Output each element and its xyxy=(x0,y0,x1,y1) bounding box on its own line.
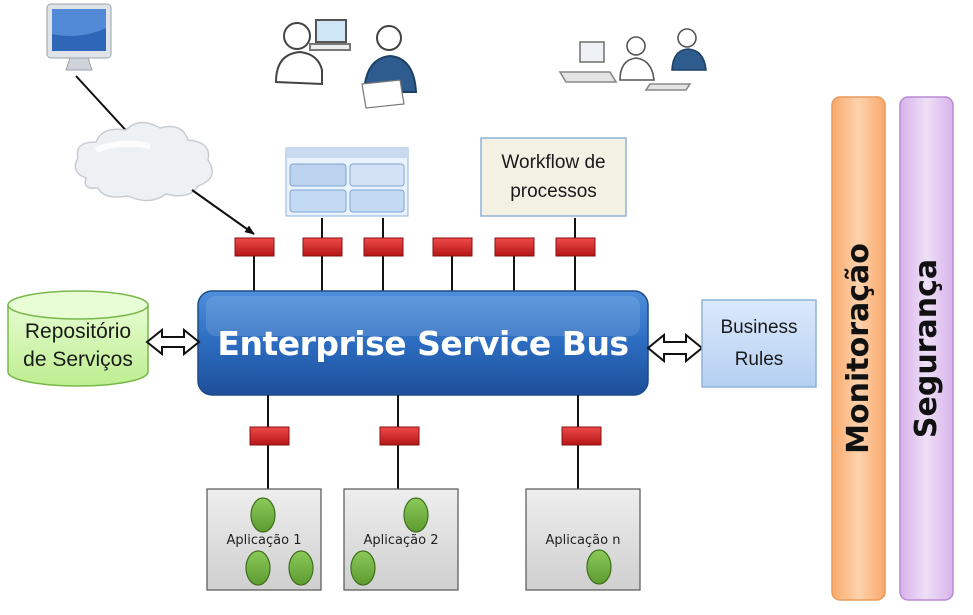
double-arrow-right xyxy=(646,332,704,364)
bottom-connector-lines xyxy=(267,395,579,489)
business-rules-label: Business Rules xyxy=(720,316,798,370)
application-box-n xyxy=(525,488,641,591)
application-label-1: Aplicação 1 xyxy=(226,532,302,548)
monitoring-bar xyxy=(831,96,886,601)
service-ellipse xyxy=(350,550,376,586)
double-arrow-left xyxy=(145,327,201,357)
cloud-icon xyxy=(74,121,213,202)
business-rules-box xyxy=(701,299,817,388)
connector xyxy=(432,237,473,257)
monitoring-label: Monitoração xyxy=(832,97,885,600)
security-label: Segurança xyxy=(900,97,953,600)
connector xyxy=(363,237,404,257)
user-support-icon xyxy=(274,19,418,109)
service-ellipse xyxy=(250,497,276,533)
service-ellipse xyxy=(586,549,612,585)
repository-label: Repositório de Serviços xyxy=(23,320,133,371)
connector xyxy=(555,237,596,257)
service-ellipse xyxy=(403,497,429,533)
connector xyxy=(561,426,602,446)
connector xyxy=(494,237,535,257)
portal-screenshot-icon xyxy=(285,147,409,217)
cloud-connector-arrow xyxy=(191,189,255,235)
bottom-connectors xyxy=(249,426,602,446)
top-connectors xyxy=(234,237,596,257)
connector xyxy=(302,237,343,257)
security-text: Segurança xyxy=(909,258,944,439)
service-ellipse xyxy=(245,550,271,586)
repository-cylinder xyxy=(7,290,149,387)
users-group-icon xyxy=(558,28,707,91)
security-bar xyxy=(899,96,954,601)
computer-cloud-arrow xyxy=(75,75,133,138)
service-ellipses xyxy=(245,497,612,586)
workflow-box xyxy=(480,137,627,217)
monitoring-text: Monitoração xyxy=(841,243,877,454)
connector xyxy=(379,426,420,446)
application-label-2: Aplicação 2 xyxy=(363,532,439,548)
connector xyxy=(249,426,290,446)
esb-title: Enterprise Service Bus xyxy=(217,323,629,363)
application-label-n: Aplicação n xyxy=(545,532,621,548)
connector xyxy=(234,237,275,257)
workflow-label: Workflow de processos xyxy=(501,152,606,202)
computer-icon xyxy=(46,3,112,71)
service-ellipse xyxy=(288,550,314,586)
